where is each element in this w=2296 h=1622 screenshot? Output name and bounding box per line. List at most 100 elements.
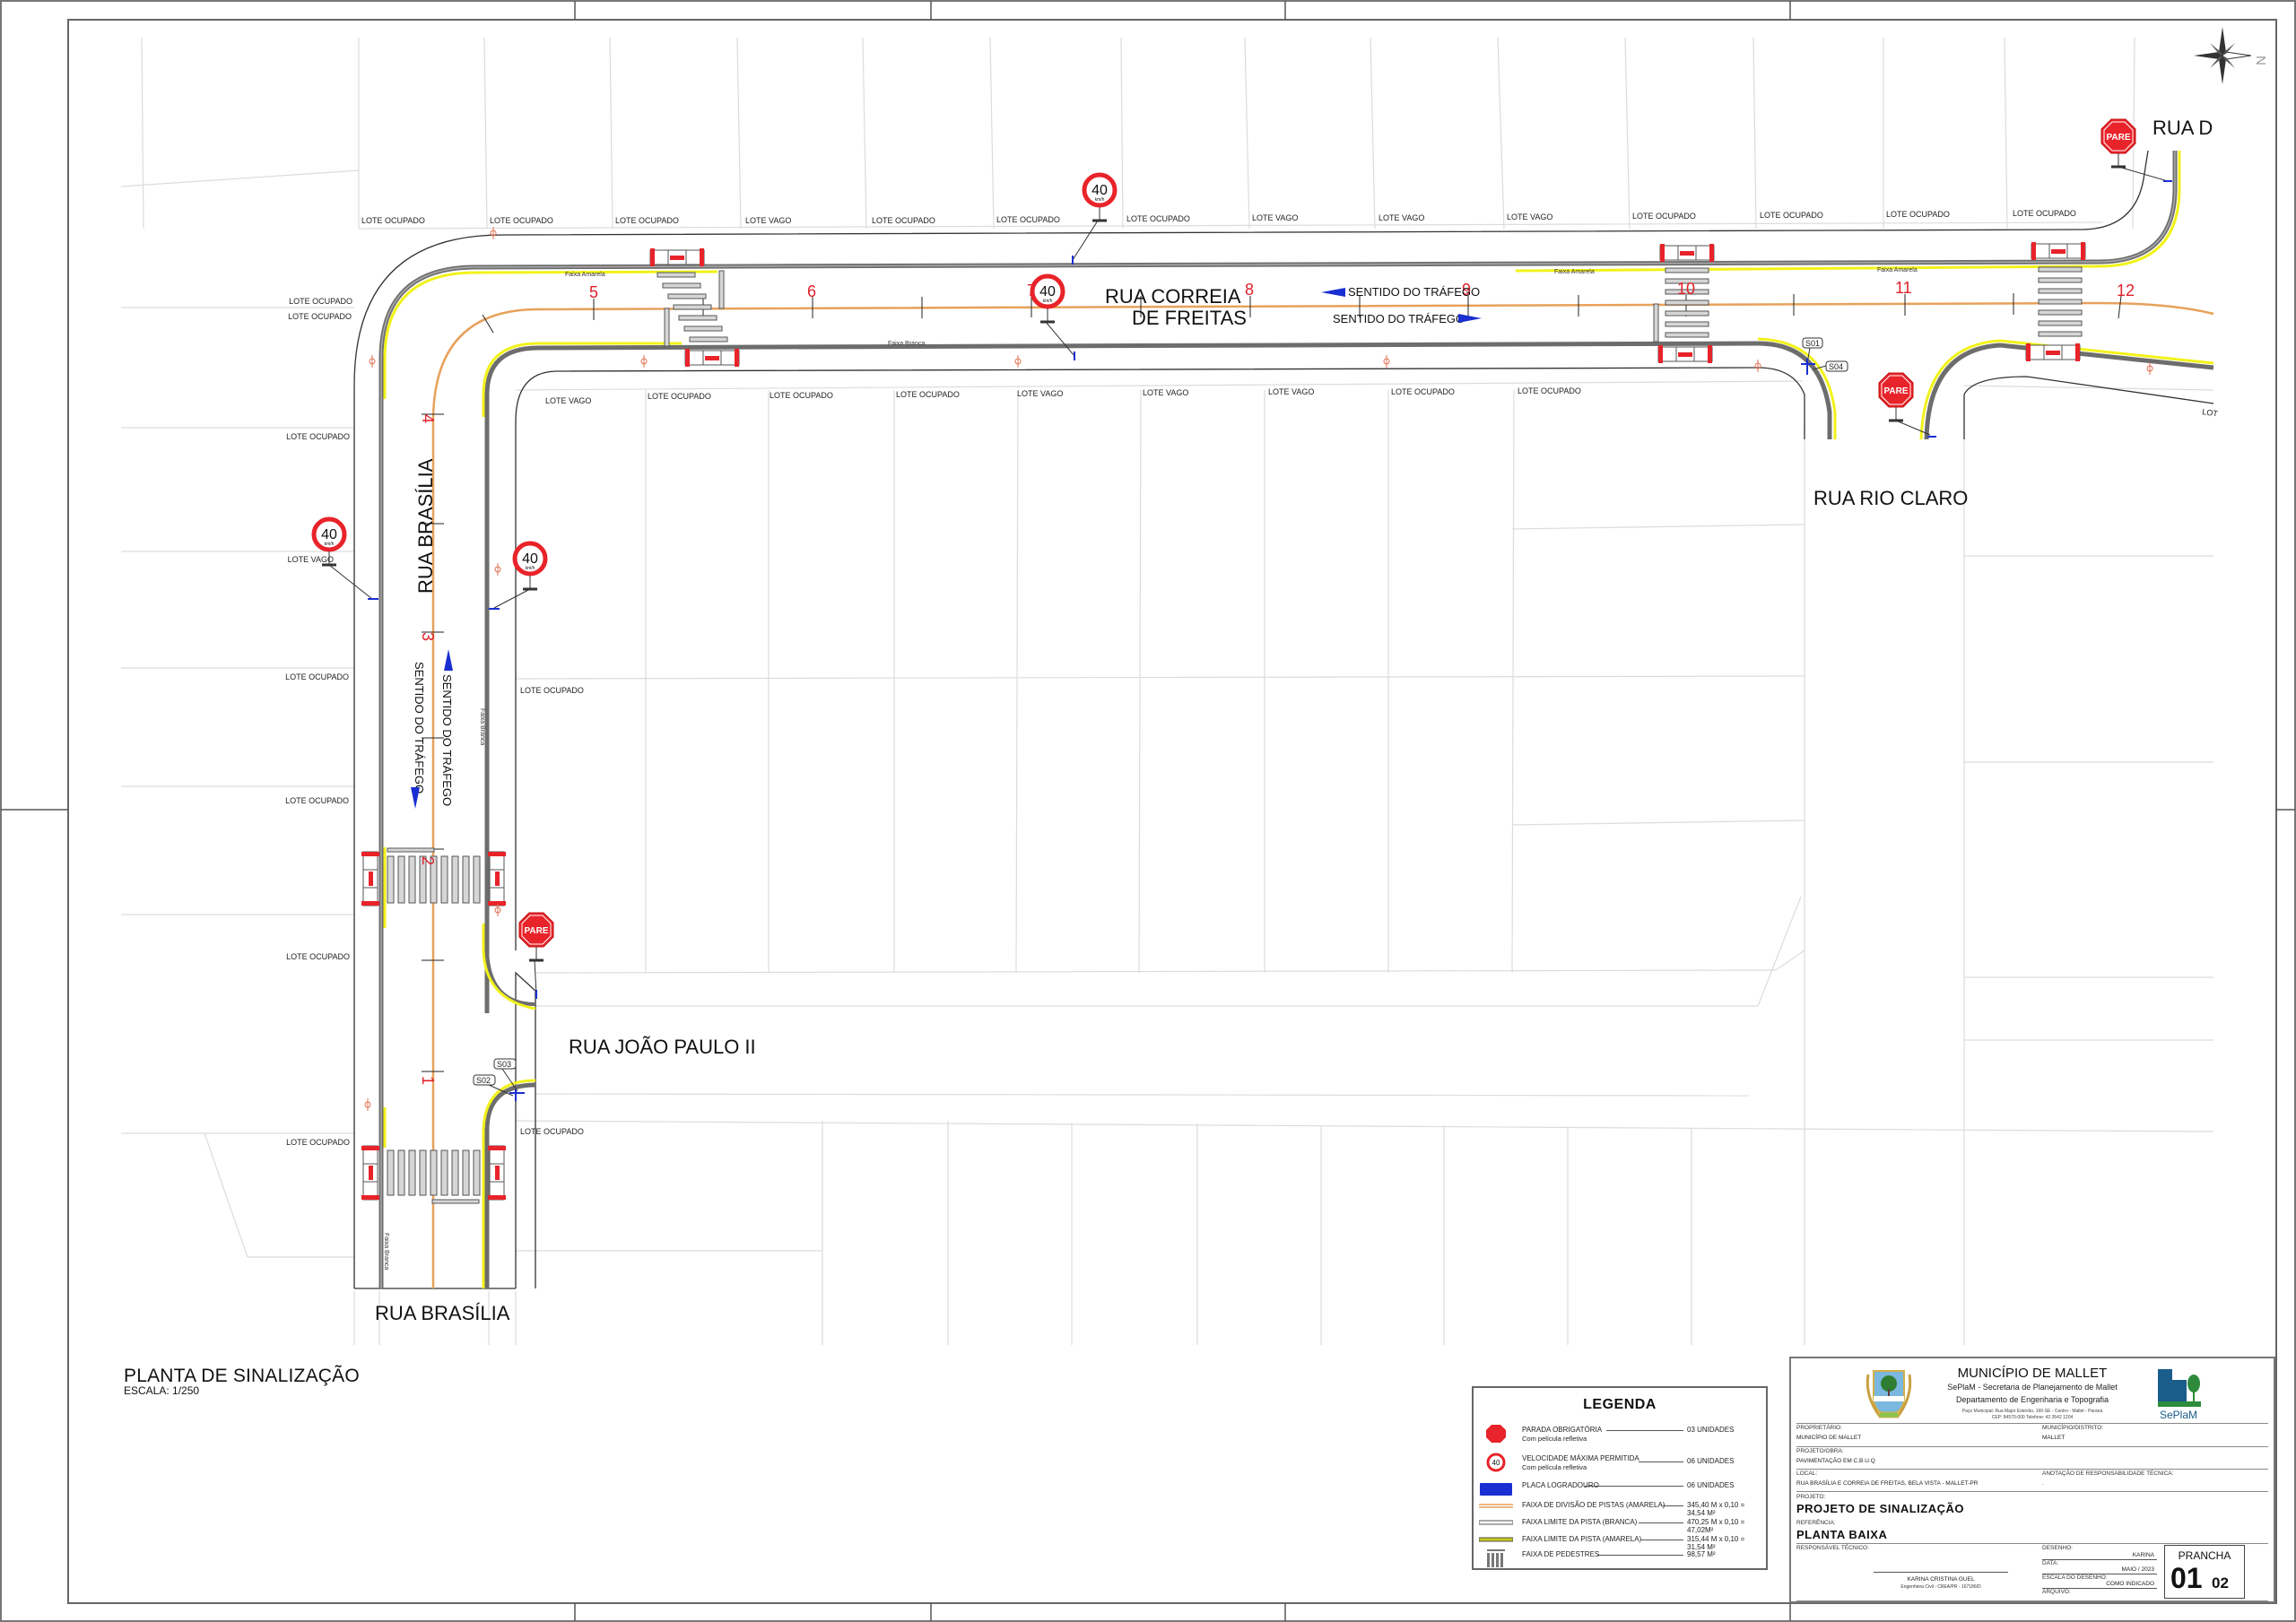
station-label: 8 xyxy=(1245,281,1254,299)
north-label: N xyxy=(2253,56,2268,65)
plan-title: PLANTA DE SINALIZAÇÃO xyxy=(124,1366,360,1386)
sheet-number: 01 xyxy=(2170,1562,2203,1594)
svg-text:km/h: km/h xyxy=(526,566,535,571)
legend-value: 345,40 M x 0,10 = 34,54 M² xyxy=(1687,1501,1745,1517)
station-label: 9 xyxy=(1462,281,1471,299)
crosswalk-correia-mid xyxy=(1653,267,1709,343)
traffic-direction-marks: SENTIDO DO TRÁFEGO SENTIDO DO TRÁFEGO SE… xyxy=(411,285,1482,809)
leader-line xyxy=(1639,1522,1683,1523)
date-value: MAIO / 2023 xyxy=(2121,1566,2155,1573)
legend-value: 98,57 M² xyxy=(1687,1550,1716,1558)
contact: CEP: 84570-000 Telefone: 42 3542 1204 xyxy=(1991,1415,2074,1420)
station-ticks xyxy=(422,293,2122,1072)
street-plate-icon xyxy=(1480,1483,1512,1496)
svg-text:40: 40 xyxy=(1039,284,1056,299)
north-arrow-icon: N xyxy=(2194,27,2268,84)
street-name-rio-claro: RUA RIO CLARO xyxy=(1813,487,1968,509)
legend-sublabel: Com película refletiva xyxy=(1522,1463,1587,1471)
speed-sign-group: 40 km/h 40 km/h 40 km/h 40 km/h xyxy=(314,175,1115,610)
lot-labels-left: LOTE OCUPADO LOTE OCUPADO LOTE OCUPADO L… xyxy=(285,297,352,1147)
sheet-total: 02 xyxy=(2212,1574,2229,1592)
svg-text:40: 40 xyxy=(1492,1459,1500,1467)
traffic-direction-label: SENTIDO DO TRÁFEGO xyxy=(1348,285,1480,299)
speed-limit-icon: 40 xyxy=(1486,1453,1506,1472)
leader-line xyxy=(1585,1486,1683,1487)
arrow-left-icon xyxy=(1321,288,1345,297)
location-value: RUA BRASÍLIA E CORREIA DE FREITAS, BELA … xyxy=(1796,1480,1979,1487)
traffic-direction-label: SENTIDO DO TRÁFEGO xyxy=(413,662,426,794)
lot-label: LOTE OCUPADO xyxy=(648,392,711,401)
lot-label: LOTE OCUPADO xyxy=(996,215,1060,224)
legend-label: FAIXA DE DIVISÃO DE PISTAS (AMARELA) xyxy=(1522,1501,1665,1509)
arrow-right-icon xyxy=(1458,314,1482,323)
legend-item-white-edge: FAIXA LIMITE DA PISTA (BRANCA) 470,25 M … xyxy=(1479,1516,1761,1536)
crosswalk-icon xyxy=(1487,1549,1505,1567)
crosswalk-correia-west xyxy=(657,270,728,347)
speed-limit-icon: 40 km/h xyxy=(489,543,545,610)
hydrant-markers xyxy=(364,226,2153,1112)
lot-label: LOTE VAGO xyxy=(1252,213,1298,222)
project-value: PROJETO DE SINALIZAÇÃO xyxy=(1796,1502,1965,1515)
svg-text:PARE: PARE xyxy=(2106,133,2130,143)
svg-text:km/h: km/h xyxy=(1043,299,1053,304)
legend-label: FAIXA LIMITE DA PISTA (BRANCA) xyxy=(1522,1518,1638,1526)
lot-label: LOTE OCUPADO xyxy=(1886,210,1950,219)
engineer-registration: Engenheira Civil - CREA/PR - 167186/D xyxy=(1900,1584,1981,1590)
arrow-up-icon xyxy=(444,649,453,671)
plan-scale: ESCALA: 1/250 xyxy=(124,1384,200,1397)
white-stripe-label: Faixa Branca xyxy=(888,341,925,347)
legend-item-plate: PLACA LOGRADOURO 06 UNIDADES xyxy=(1479,1479,1761,1499)
street-name-correia-line2: DE FREITAS xyxy=(1132,307,1247,329)
lot-label: LOTE VAGO xyxy=(1017,389,1063,398)
svg-text:SePlaM: SePlaM xyxy=(2160,1409,2197,1421)
lot-label: LOTE OCUPADO xyxy=(285,672,349,681)
svg-text:PARE: PARE xyxy=(524,926,548,936)
station-label: 1 xyxy=(419,1076,437,1085)
lot-label: LOTE OCUPADO xyxy=(520,686,584,695)
station-label: 11 xyxy=(1895,279,1912,297)
secretariat-name: SePlaM - Secretaria de Planejamento de M… xyxy=(1947,1383,2118,1392)
date-label: DATA: xyxy=(2042,1560,2059,1566)
yellow-stripe-label: Faixa Amarela xyxy=(1554,269,1595,275)
street-name-correia-line1: RUA CORREIA xyxy=(1105,285,1241,308)
address: Paço Municipal: Rua Major Estevão, 160-S… xyxy=(1961,1409,2103,1414)
stop-sign-group: PARE PARE PARE xyxy=(518,118,2172,999)
owner-label: PROPRIETÁRIO: xyxy=(1796,1425,1842,1431)
leader-line xyxy=(1606,1430,1683,1431)
white-stripe-label: Faixa Branca xyxy=(479,708,485,745)
legend-value: 03 UNIDADES xyxy=(1687,1426,1735,1434)
seplam-logo-icon: SePlaM xyxy=(2158,1369,2201,1421)
station-label: 6 xyxy=(807,282,816,300)
lot-label: LOTE VAGO xyxy=(1268,387,1314,396)
street-name-brasilia-bottom: RUA BRASÍLIA xyxy=(375,1302,510,1324)
scale-label: ESCALA DO DESENHO: xyxy=(2042,1574,2108,1581)
legend-sublabel: Com película refletiva xyxy=(1522,1435,1587,1443)
stripe-labels: Faixa Amarela Faixa Amarela Faixa Amarel… xyxy=(383,267,1918,1270)
legend-label: FAIXA LIMITE DA PISTA (AMARELA) xyxy=(1522,1535,1642,1543)
svg-text:km/h: km/h xyxy=(325,542,335,547)
scale-value: COMO INDICADO xyxy=(2106,1581,2154,1587)
lot-label: LOTE OCUPADO xyxy=(361,216,425,225)
white-edge-icon xyxy=(1479,1520,1513,1525)
district-value: MALLET xyxy=(2042,1435,2066,1441)
lot-label: LOTE OCUPADO xyxy=(520,1127,584,1136)
yellow-stripe-label: Faixa Amarela xyxy=(1877,267,1918,273)
street-name-joao-paulo: RUA JOÃO PAULO II xyxy=(569,1036,756,1058)
lot-label: LOTE OCUPADO xyxy=(286,432,350,441)
station-label: 2 xyxy=(419,856,437,865)
drawing-label: DESENHO: xyxy=(2042,1545,2073,1551)
file-label: ARQUIVO: xyxy=(2042,1589,2071,1595)
work-label: PROJETO/OBRA: xyxy=(1796,1448,1844,1454)
drawing-value: KARINA xyxy=(2132,1552,2154,1558)
municipal-coat-of-arms-icon xyxy=(1866,1370,1912,1418)
arrow-down-icon xyxy=(411,787,420,809)
legend-item-yellow-edge: FAIXA LIMITE DA PISTA (AMARELA) 315,44 M… xyxy=(1479,1533,1761,1553)
stop-sign-icon xyxy=(1486,1425,1506,1443)
sheet-label: PRANCHA xyxy=(2178,1549,2231,1562)
lot-label: LOT xyxy=(2202,407,2219,418)
legend-value: 06 UNIDADES xyxy=(1687,1457,1735,1465)
department-name: Departamento de Engenharia e Topografia xyxy=(1956,1395,2109,1404)
lot-label: LOTE OCUPADO xyxy=(289,297,352,306)
